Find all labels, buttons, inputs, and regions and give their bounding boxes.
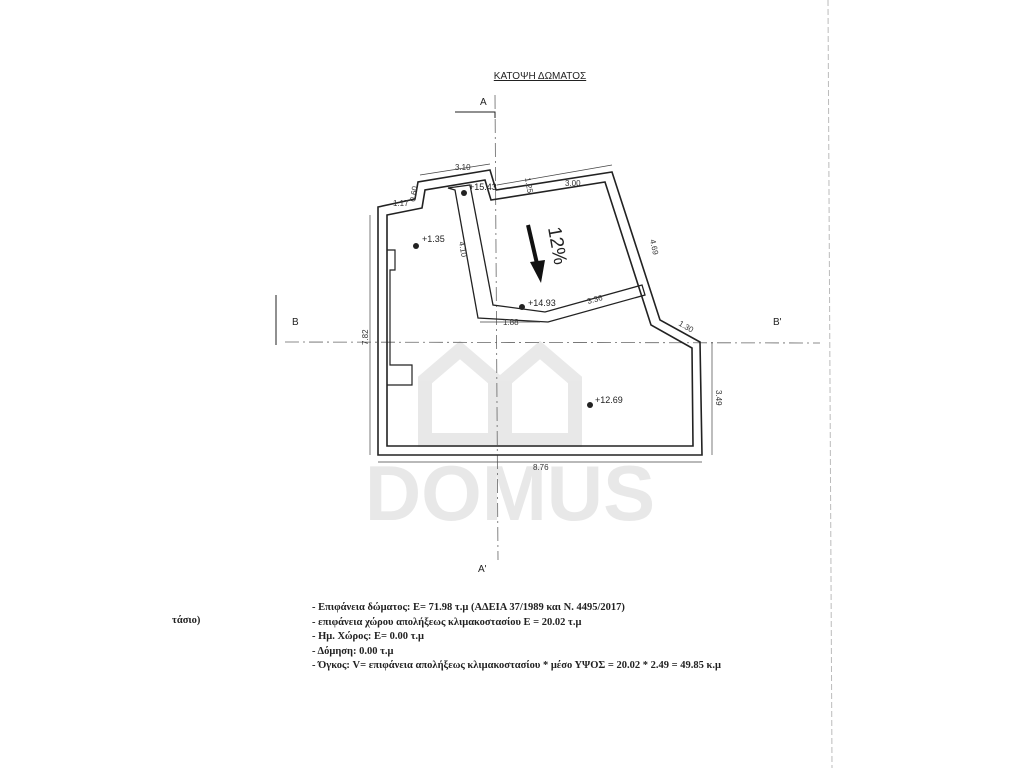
dimension-lines (369, 163, 713, 463)
section-arrow-a (455, 111, 496, 118)
section-line-b (284, 341, 821, 344)
section-mark-b-left: B (292, 317, 299, 328)
elevation-label: +1.35 (422, 234, 445, 244)
section-mark-a-top: A (480, 97, 487, 108)
slope-arrow-icon (526, 224, 545, 283)
stair-enclosure (447, 184, 646, 323)
note-line: - Ημ. Χώρος: E= 0.00 τ.μ (312, 631, 424, 642)
note-line: - Όγκος: V= επιφάνεια απολήξεως κλιμακοσ… (312, 660, 721, 671)
section-line-a (494, 94, 499, 561)
area-notes: - Επιφάνεια δώματος: E= 71.98 τ.μ (ΑΔΕΙΑ… (312, 601, 721, 674)
elevation-label: +15.43 (469, 182, 497, 192)
dimension-label: 4.10 (457, 241, 469, 258)
dimension-label: 1.88 (503, 318, 519, 327)
slope-label: 12% (543, 225, 570, 266)
dimension-label: 3.36 (586, 293, 604, 306)
dimension-label: 8.76 (533, 463, 549, 472)
dimension-label: 1.17 (393, 199, 409, 208)
wall-niche (387, 249, 413, 386)
elevation-label: +14.93 (528, 298, 556, 308)
note-line: - επιφάνεια χώρου απολήξεως κλιμακοστασί… (312, 616, 582, 628)
watermark-text: DOMUS (365, 449, 655, 537)
inner-wall (386, 179, 694, 447)
cut-off-side-text: τάσιο) (172, 615, 201, 626)
elevation-markers (413, 190, 593, 408)
dimension-label: 1.25 (523, 177, 535, 194)
section-mark-a-bottom: A' (478, 564, 487, 575)
elevation-label: +12.69 (595, 395, 623, 405)
note-line: - Επιφάνεια δώματος: E= 71.98 τ.μ (ΑΔΕΙΑ… (312, 602, 625, 613)
dimension-label: 0.60 (408, 185, 420, 202)
dimension-label: 4.69 (648, 239, 660, 257)
dimension-label: 3.49 (714, 390, 723, 406)
dimension-label: 1.30 (677, 319, 695, 335)
dimension-label: 3.00 (565, 179, 581, 188)
section-mark-b-right: B' (773, 317, 782, 328)
plan-title: ΚΑΤΟΨΗ ΔΩΜΑΤΟΣ (494, 71, 586, 82)
domus-watermark: DOMUS (365, 340, 655, 537)
outer-wall (377, 169, 703, 456)
dimension-label: 7.82 (361, 329, 370, 345)
dimension-label: 3.10 (455, 163, 471, 172)
scan-edge-line (827, 0, 833, 768)
note-line: - Δόμηση: 0.00 τ.μ (312, 645, 394, 657)
